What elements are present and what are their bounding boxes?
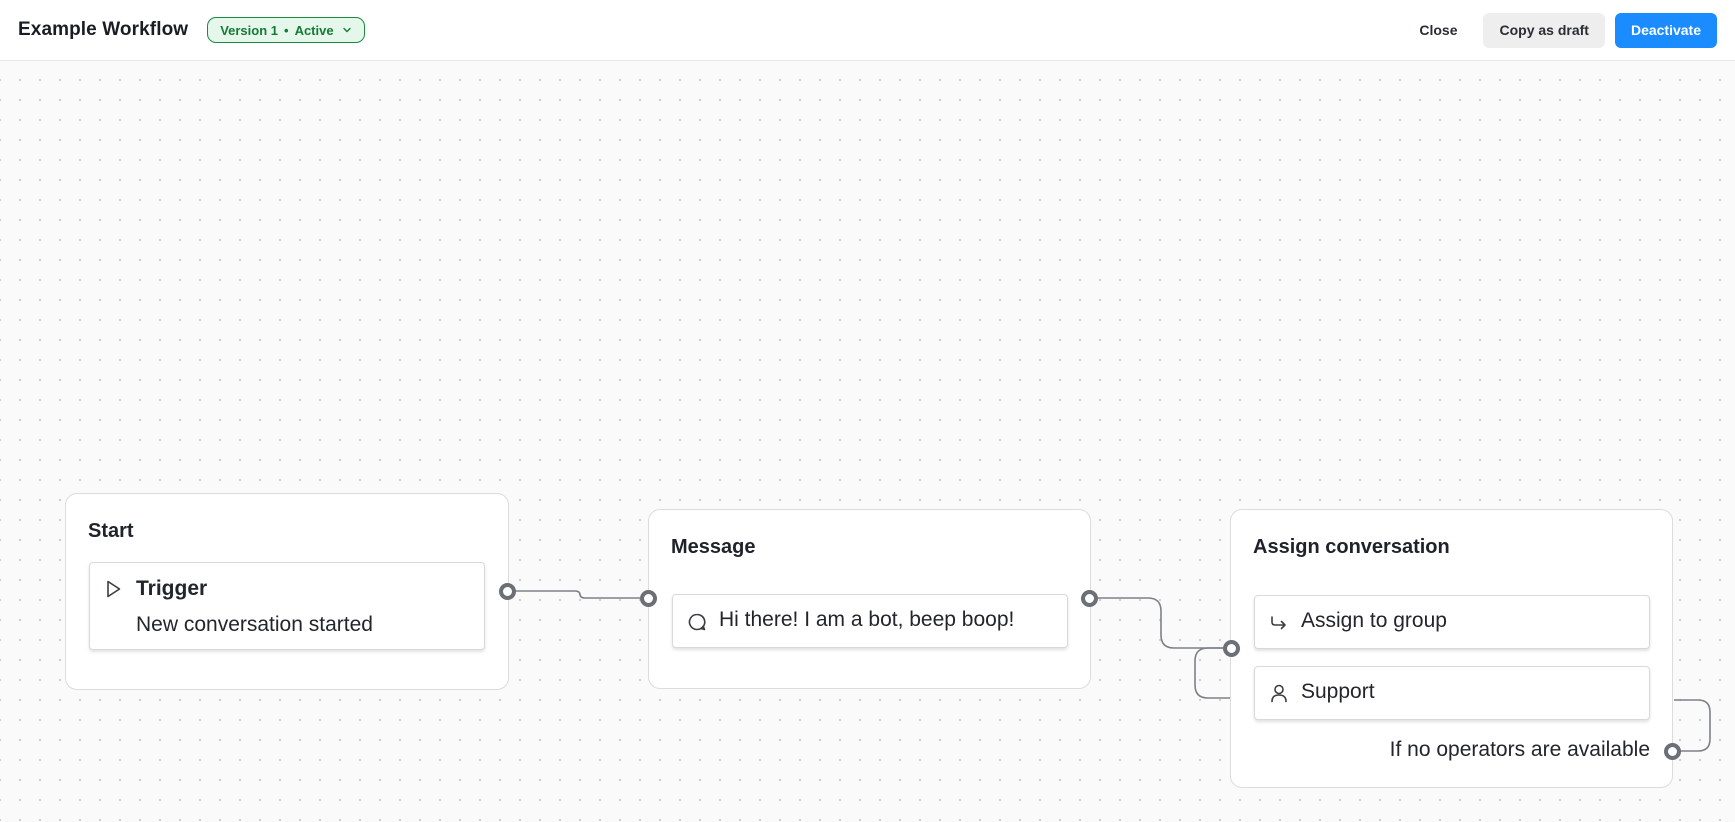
- fallback-output-port[interactable]: [1664, 743, 1681, 760]
- deactivate-button[interactable]: Deactivate: [1614, 12, 1717, 48]
- trigger-subtitle: New conversation started: [136, 613, 373, 636]
- start-output-port[interactable]: [499, 583, 516, 600]
- message-text-card[interactable]: Hi there! I am a bot, beep boop!: [672, 594, 1068, 648]
- support-group-text: Support: [1301, 680, 1375, 703]
- trigger-card[interactable]: Trigger New conversation started: [89, 562, 485, 650]
- chevron-down-icon: [342, 27, 351, 33]
- assign-input-port[interactable]: [1223, 640, 1240, 657]
- fallback-condition-label: If no operators are available: [1389, 738, 1650, 761]
- message-output-port[interactable]: [1081, 590, 1098, 607]
- assign-action-text: Assign to group: [1301, 609, 1447, 632]
- chat-bubble-icon: [688, 613, 706, 631]
- message-node[interactable]: Message Hi there! I am a bot, beep boop!: [648, 509, 1091, 689]
- message-input-port[interactable]: [640, 590, 657, 607]
- start-node[interactable]: Start Trigger New conversation started: [65, 493, 509, 690]
- redirect-arrow-icon: [1271, 616, 1286, 630]
- start-node-title: Start: [88, 520, 134, 542]
- workflow-canvas[interactable]: [0, 62, 1735, 822]
- assign-conversation-node[interactable]: Assign conversation Assign to group Supp…: [1230, 509, 1673, 788]
- assign-node-title: Assign conversation: [1253, 536, 1450, 558]
- assign-to-group-card[interactable]: Assign to group: [1254, 595, 1650, 649]
- message-text: Hi there! I am a bot, beep boop!: [719, 608, 1015, 631]
- person-icon: [1271, 684, 1287, 703]
- trigger-title: Trigger: [136, 577, 208, 600]
- close-button[interactable]: Close: [1419, 22, 1458, 38]
- status-label: Active: [294, 22, 334, 38]
- copy-as-draft-button[interactable]: Copy as draft: [1483, 12, 1605, 48]
- separator-dot: •: [284, 22, 289, 38]
- workflow-title: Example Workflow: [18, 19, 189, 40]
- version-label: Version 1: [220, 22, 278, 38]
- message-node-title: Message: [671, 536, 756, 558]
- version-status-dropdown[interactable]: Version 1 • Active: [207, 17, 365, 43]
- support-group-card[interactable]: Support: [1254, 666, 1650, 720]
- play-icon: [107, 580, 121, 598]
- workflow-header: Example Workflow Version 1 • Active Clos…: [0, 0, 1735, 61]
